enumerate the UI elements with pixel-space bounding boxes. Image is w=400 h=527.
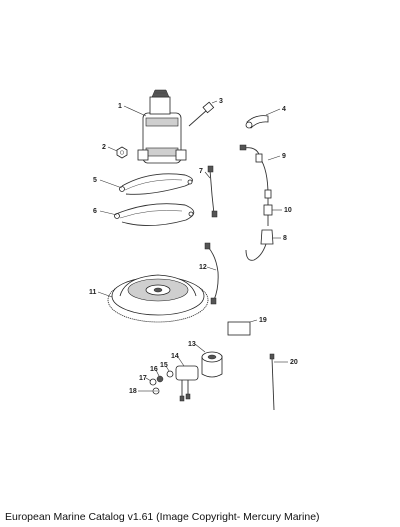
- callout-12: 12: [199, 264, 207, 271]
- callout-5: 5: [93, 177, 97, 184]
- nut[interactable]: [116, 146, 128, 159]
- callout-7: 7: [199, 168, 203, 175]
- starter-motor[interactable]: [137, 89, 187, 164]
- callout-17: 17: [139, 375, 147, 382]
- washer-15[interactable]: [166, 370, 174, 378]
- battery-cable-6[interactable]: [114, 203, 195, 227]
- connector-8[interactable]: [245, 229, 274, 261]
- callout-15: 15: [160, 362, 168, 369]
- callout-19: 19: [259, 317, 267, 324]
- callout-14: 14: [171, 353, 179, 360]
- callout-6: 6: [93, 208, 97, 215]
- ground-lead[interactable]: [207, 165, 218, 218]
- stator-housing[interactable]: [201, 351, 223, 378]
- cable-tie[interactable]: [269, 353, 275, 411]
- callout-3: 3: [219, 98, 223, 105]
- callout-13: 13: [188, 341, 196, 348]
- callout-16: 16: [150, 366, 158, 373]
- battery-cable-5[interactable]: [119, 173, 193, 195]
- switch-14[interactable]: [175, 365, 199, 402]
- callout-20: 20: [290, 359, 298, 366]
- callout-11: 11: [89, 289, 97, 296]
- callout-18: 18: [129, 388, 137, 395]
- callout-1: 1: [118, 103, 122, 110]
- screw-18[interactable]: [152, 387, 160, 395]
- footer-caption: European Marine Catalog v1.61 (Image Cop…: [5, 511, 320, 523]
- callout-8: 8: [283, 235, 287, 242]
- nut-17[interactable]: [149, 378, 157, 386]
- wire-harness-9[interactable]: [239, 144, 272, 199]
- bolt[interactable]: [188, 101, 215, 127]
- callout-4: 4: [282, 106, 286, 113]
- callout-2: 2: [102, 144, 106, 151]
- nut-16[interactable]: [156, 375, 164, 383]
- cable-cap[interactable]: [245, 115, 269, 129]
- decal[interactable]: [227, 321, 251, 336]
- callout-10: 10: [284, 207, 292, 214]
- lead-12[interactable]: [204, 242, 219, 305]
- callout-9: 9: [282, 153, 286, 160]
- flywheel[interactable]: [107, 274, 209, 323]
- connector-10[interactable]: [263, 198, 273, 226]
